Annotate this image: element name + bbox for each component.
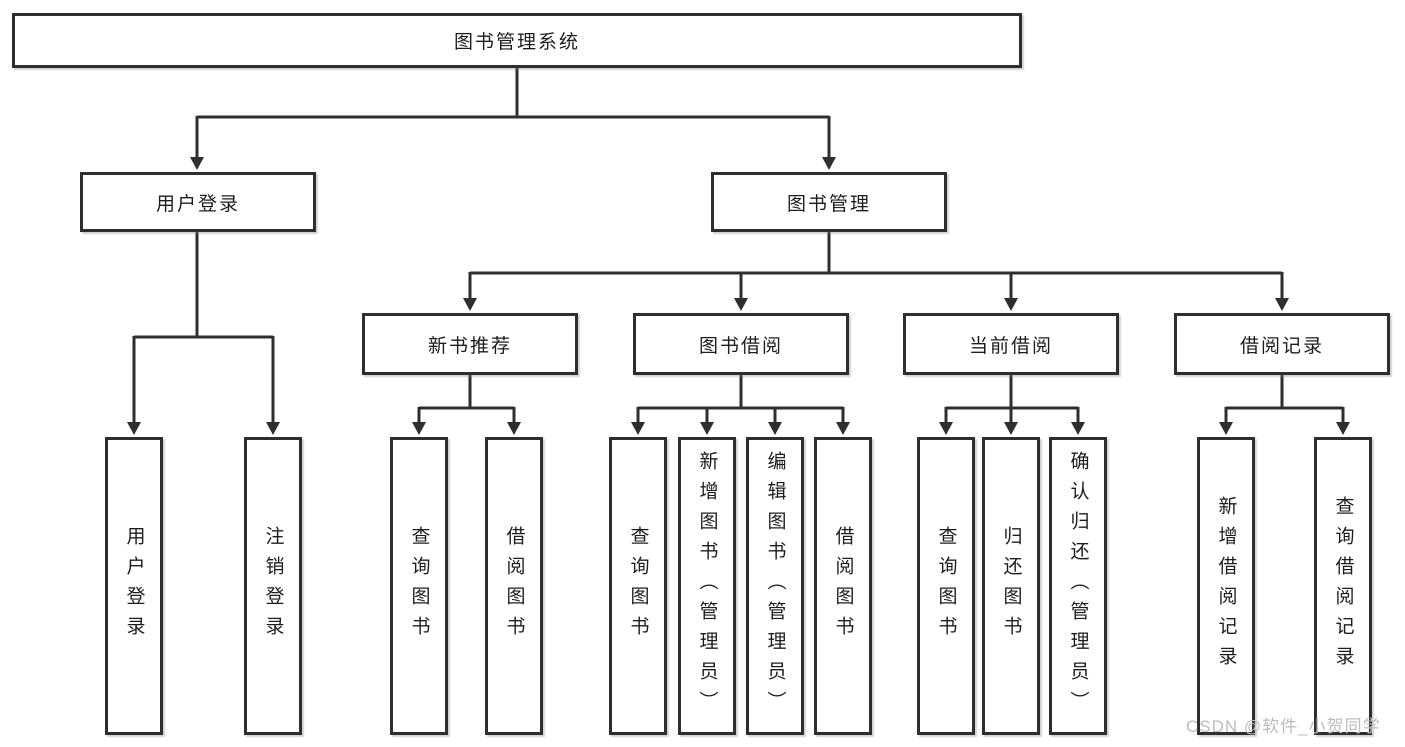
connector-root <box>195 66 831 160</box>
node-user-login: 用户登录 <box>80 172 316 232</box>
node-bb-edit-books-admin: 编辑图书（管理员） <box>746 437 804 735</box>
node-root: 图书管理系统 <box>12 13 1022 68</box>
arrow-down-icon <box>939 422 953 435</box>
node-nb-borrow-books-label: 借阅图书 <box>503 526 525 646</box>
node-cb-query-books: 查询图书 <box>917 437 975 735</box>
connector-new-book-group <box>417 373 516 425</box>
arrow-down-icon <box>1336 422 1350 435</box>
arrow-down-icon <box>700 422 714 435</box>
arrowheads <box>127 157 1350 435</box>
node-user-login-label: 用户登录 <box>155 193 240 215</box>
node-cb-query-books-label: 查询图书 <box>935 526 957 646</box>
connector-borrow-records-group <box>1224 373 1345 425</box>
node-br-add-record-label: 新增借阅记录 <box>1215 496 1237 676</box>
node-new-book-recommend: 新书推荐 <box>362 313 578 375</box>
node-borrow-records-label: 借阅记录 <box>1239 335 1324 357</box>
node-root-label: 图书管理系统 <box>453 32 580 53</box>
node-br-add-record: 新增借阅记录 <box>1197 437 1255 735</box>
node-logout: 注销登录 <box>244 437 302 735</box>
node-bb-borrow-books-label: 借阅图书 <box>832 526 854 646</box>
node-bb-query-books: 查询图书 <box>609 437 667 735</box>
arrow-down-icon <box>190 157 204 170</box>
arrow-down-icon <box>463 298 477 311</box>
connector-user-login-group <box>132 230 275 424</box>
node-user-login-action-label: 用户登录 <box>123 526 145 646</box>
node-cb-return-books: 归还图书 <box>982 437 1040 735</box>
node-bb-add-books-admin-label: 新增图书（管理员） <box>696 451 718 721</box>
node-current-borrow: 当前借阅 <box>903 313 1119 375</box>
node-book-management: 图书管理 <box>711 172 947 232</box>
node-br-query-record-label: 查询借阅记录 <box>1332 496 1354 676</box>
node-bb-add-books-admin: 新增图书（管理员） <box>678 437 736 735</box>
node-nb-borrow-books: 借阅图书 <box>485 437 543 735</box>
arrow-down-icon <box>412 422 426 435</box>
connector-book-management <box>468 230 1284 301</box>
node-cb-confirm-return-admin: 确认归还（管理员） <box>1049 437 1107 735</box>
node-user-login-action: 用户登录 <box>105 437 163 735</box>
node-book-borrow: 图书借阅 <box>633 313 849 375</box>
node-current-borrow-label: 当前借阅 <box>968 335 1053 357</box>
arrow-down-icon <box>734 298 748 311</box>
node-bb-borrow-books: 借阅图书 <box>814 437 872 735</box>
node-new-book-recommend-label: 新书推荐 <box>427 335 512 357</box>
arrow-down-icon <box>507 422 521 435</box>
node-book-management-label: 图书管理 <box>786 193 871 215</box>
arrow-down-icon <box>1071 422 1085 435</box>
node-cb-confirm-return-admin-label: 确认归还（管理员） <box>1067 451 1089 721</box>
node-logout-label: 注销登录 <box>262 526 284 646</box>
arrow-down-icon <box>266 422 280 435</box>
arrow-down-icon <box>127 422 141 435</box>
arrow-down-icon <box>1275 298 1289 311</box>
arrow-down-icon <box>836 422 850 435</box>
watermark: CSDN @软件_小贺同学 <box>1186 717 1381 736</box>
arrow-down-icon <box>1004 422 1018 435</box>
arrow-down-icon <box>768 422 782 435</box>
arrow-down-icon <box>631 422 645 435</box>
connector-current-borrow-group <box>944 373 1080 425</box>
node-bb-edit-books-admin-label: 编辑图书（管理员） <box>764 451 786 721</box>
node-bb-query-books-label: 查询图书 <box>627 526 649 646</box>
node-cb-return-books-label: 归还图书 <box>1000 526 1022 646</box>
node-borrow-records: 借阅记录 <box>1174 313 1390 375</box>
arrow-down-icon <box>822 157 836 170</box>
connector-book-borrow-group <box>636 373 845 425</box>
node-book-borrow-label: 图书借阅 <box>698 335 783 357</box>
arrow-down-icon <box>1219 422 1233 435</box>
node-nb-query-books-label: 查询图书 <box>408 526 430 646</box>
node-nb-query-books: 查询图书 <box>390 437 448 735</box>
node-br-query-record: 查询借阅记录 <box>1314 437 1372 735</box>
arrow-down-icon <box>1004 298 1018 311</box>
